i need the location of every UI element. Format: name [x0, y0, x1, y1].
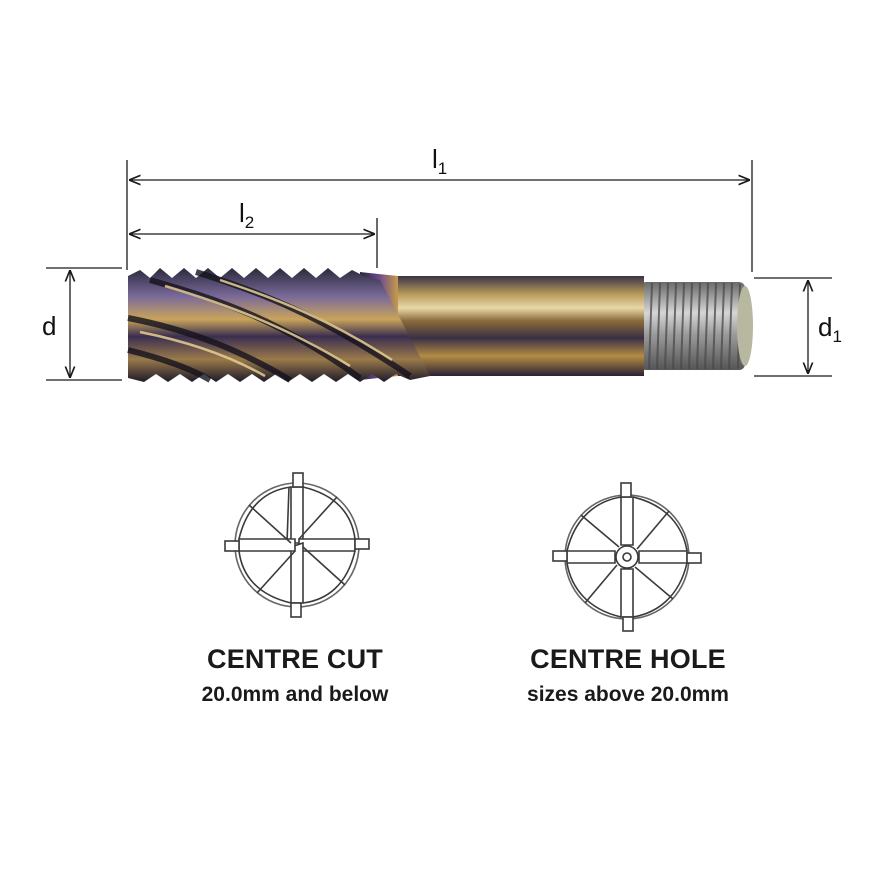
thread-end-cap [737, 286, 753, 366]
label-l2: l2 [239, 200, 254, 231]
caption-centre-hole: CENTRE HOLE sizes above 20.0mm [470, 644, 786, 707]
label-d1: d1 [818, 314, 842, 345]
caption-centre-cut: CENTRE CUT 20.0mm and below [150, 644, 440, 707]
label-d-symbol: d [42, 311, 57, 341]
label-l1: l1 [432, 146, 447, 177]
shank [380, 276, 644, 376]
dimension-lines [46, 160, 832, 381]
end-view-centre-hole [552, 482, 702, 632]
label-d: d [42, 313, 56, 344]
thread-ridges [648, 282, 741, 370]
label-l2-symbol: l [239, 198, 245, 228]
label-l2-subscript: 2 [244, 213, 255, 232]
caption-centre-cut-subtitle: 20.0mm and below [201, 683, 389, 706]
caption-centre-hole-subtitle: sizes above 20.0mm [527, 683, 729, 706]
label-d1-symbol: d [818, 312, 833, 342]
end-mill-body [127, 268, 753, 383]
helix-highlights [139, 278, 393, 378]
end-view-centre-cut [224, 472, 370, 618]
label-d1-subscript: 1 [832, 327, 842, 346]
caption-centre-cut-title: CENTRE CUT [207, 644, 383, 674]
caption-centre-hole-title: CENTRE HOLE [530, 644, 726, 674]
label-l1-symbol: l [432, 144, 438, 174]
label-l1-subscript: 1 [437, 159, 448, 178]
